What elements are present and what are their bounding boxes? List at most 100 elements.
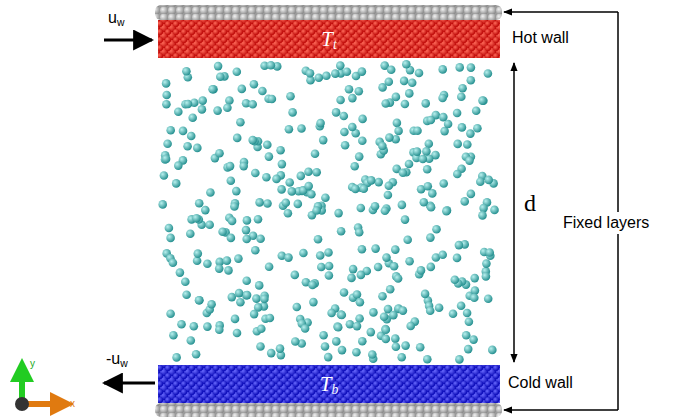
- fluid-atom: [348, 123, 357, 132]
- fluid-atom: [256, 342, 265, 351]
- fluid-atom: [251, 246, 260, 255]
- fluid-atom: [408, 79, 417, 88]
- fluid-atom: [478, 96, 487, 105]
- fluid-atom: [192, 214, 201, 223]
- fluid-atom: [453, 170, 462, 179]
- fluid-atom: [427, 263, 436, 272]
- fluid-atom: [188, 113, 197, 122]
- fluid-atom: [297, 124, 306, 133]
- fluid-atom: [457, 302, 466, 311]
- fluid-atom: [484, 69, 493, 78]
- fluid-atom: [322, 72, 331, 81]
- fluid-atom: [336, 61, 345, 70]
- fluid-atom: [286, 92, 295, 101]
- fluid-atom: [192, 350, 201, 359]
- fluid-atom: [256, 235, 265, 244]
- fluid-atom: [392, 342, 401, 351]
- fluid-atom: [336, 96, 345, 105]
- fluid-atom: [187, 336, 196, 345]
- fluid-atom: [438, 94, 447, 103]
- fluid-atom: [227, 176, 236, 185]
- fluid-atom: [321, 342, 330, 351]
- fluid-atom: [403, 236, 412, 245]
- fluid-atom: [369, 308, 378, 317]
- gap-label: d: [524, 190, 536, 217]
- fluid-atom: [435, 303, 444, 312]
- cold-wall-atoms: [158, 365, 500, 403]
- fluid-atom: [304, 168, 313, 177]
- fluid-atom: [277, 185, 286, 194]
- fluid-atom: [228, 293, 237, 302]
- fluid-atom: [218, 228, 227, 237]
- fluid-atom: [449, 310, 458, 319]
- fluid-atom: [288, 187, 297, 196]
- fluid-atom: [350, 162, 359, 171]
- velocity-arrow: [104, 39, 152, 42]
- fluid-particles: [158, 60, 498, 364]
- fluid-atom: [198, 96, 207, 105]
- fluid-atom: [265, 152, 274, 161]
- fluid-atom: [334, 323, 343, 332]
- fluid-atom: [236, 298, 245, 307]
- fluid-atom: [476, 177, 485, 186]
- fluid-atom: [230, 202, 239, 211]
- fluid-atom: [353, 290, 362, 299]
- bracket-label: Fixed layers: [562, 212, 650, 234]
- fluid-atom: [231, 315, 240, 324]
- fluid-atom: [427, 203, 436, 212]
- fluid-atom: [374, 178, 383, 187]
- fluid-atom: [399, 306, 408, 315]
- velocity-label: uw: [108, 9, 124, 27]
- fluid-atom: [341, 141, 350, 150]
- fluid-atom: [401, 341, 410, 350]
- fluid-atom: [473, 124, 482, 133]
- fluid-atom: [438, 65, 447, 74]
- fluid-atom: [263, 141, 272, 150]
- fluid-atom: [177, 320, 186, 329]
- fluid-atom: [311, 150, 320, 159]
- fluid-atom: [337, 227, 346, 236]
- fluid-atom: [291, 337, 300, 346]
- fluid-atom: [267, 349, 276, 358]
- fluid-atom: [415, 69, 424, 78]
- fluid-atom: [288, 108, 297, 117]
- fluid-atom: [455, 355, 464, 364]
- fluid-atom: [333, 322, 342, 331]
- fluid-atom: [248, 136, 257, 145]
- fluid-atom: [321, 193, 330, 202]
- fluid-atom: [355, 314, 364, 323]
- fluid-atom: [472, 106, 481, 115]
- fluid-atom: [371, 244, 380, 253]
- fluid-atom: [399, 169, 408, 178]
- fluid-atom: [282, 199, 291, 208]
- fluid-atom: [278, 160, 287, 169]
- fluid-atom: [251, 169, 260, 178]
- fluid-atom: [490, 206, 499, 215]
- fluid-atom: [255, 198, 264, 207]
- fluid-atom: [201, 206, 210, 215]
- fluid-atom: [385, 133, 394, 142]
- fluid-atom: [413, 126, 422, 135]
- fluid-atom: [420, 198, 429, 207]
- fluid-atom: [242, 235, 251, 244]
- fluid-atom: [186, 229, 195, 238]
- fluid-atom: [391, 245, 400, 254]
- fluid-atom: [385, 78, 394, 87]
- fluid-atom: [312, 206, 321, 215]
- fluid-atom: [169, 258, 178, 267]
- fluid-atom: [258, 87, 267, 96]
- fluid-atom: [203, 259, 212, 268]
- fluid-atom: [214, 62, 223, 71]
- fluid-atom: [455, 63, 464, 72]
- fluid-atom: [426, 307, 435, 316]
- fluid-atom: [195, 199, 204, 208]
- fluid-atom: [387, 66, 396, 75]
- fluid-atom: [254, 215, 263, 224]
- fluid-atom: [438, 251, 447, 260]
- fluid-atom: [340, 112, 349, 121]
- fluid-atom: [367, 176, 376, 185]
- dimension-arrow: [513, 63, 515, 200]
- fluid-atom: [179, 127, 188, 136]
- fluid-atom: [227, 234, 236, 243]
- fluid-atom: [358, 245, 367, 254]
